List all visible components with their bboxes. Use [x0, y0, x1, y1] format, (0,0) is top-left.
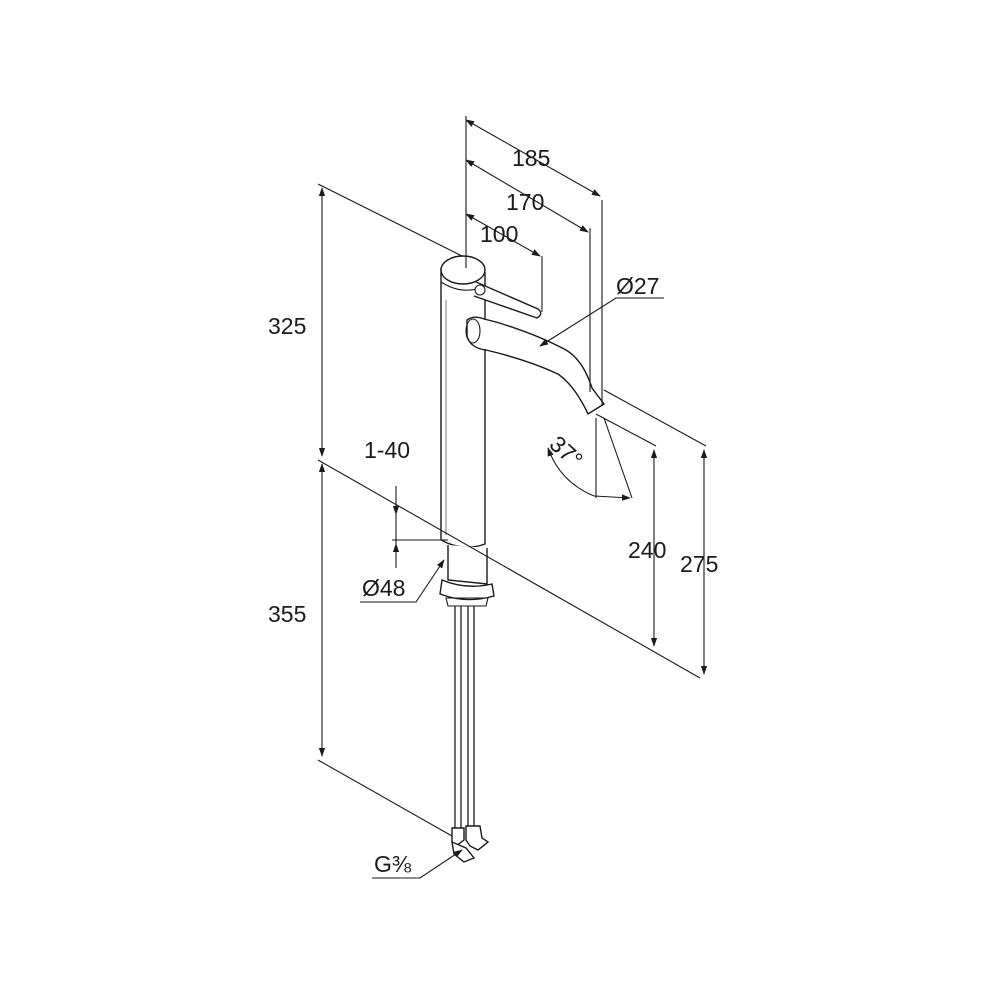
- dimension-170-label: 170: [506, 189, 544, 215]
- extension-lines: [317, 116, 707, 837]
- dimension-240-label: 240: [628, 537, 666, 563]
- dimension-275-label: 275: [680, 551, 718, 577]
- connection-thread-label: G⅜: [374, 851, 412, 877]
- deck-thickness-label: 1-40: [364, 437, 410, 463]
- dimension-100-label: 100: [480, 221, 518, 247]
- dimension-185-label: 185: [512, 145, 550, 171]
- faucet-body: [439, 255, 606, 863]
- dimension-lines: [318, 119, 708, 879]
- spout-diameter-label: Ø27: [616, 273, 659, 299]
- spout-angle-label: 37°: [545, 430, 588, 473]
- dimension-labels: 185 170 100 Ø27 325 1-40 Ø48 355 37° 240…: [268, 145, 718, 877]
- dimension-325-label: 325: [268, 313, 306, 339]
- dimension-355-label: 355: [268, 601, 306, 627]
- body-diameter-label: Ø48: [362, 575, 405, 601]
